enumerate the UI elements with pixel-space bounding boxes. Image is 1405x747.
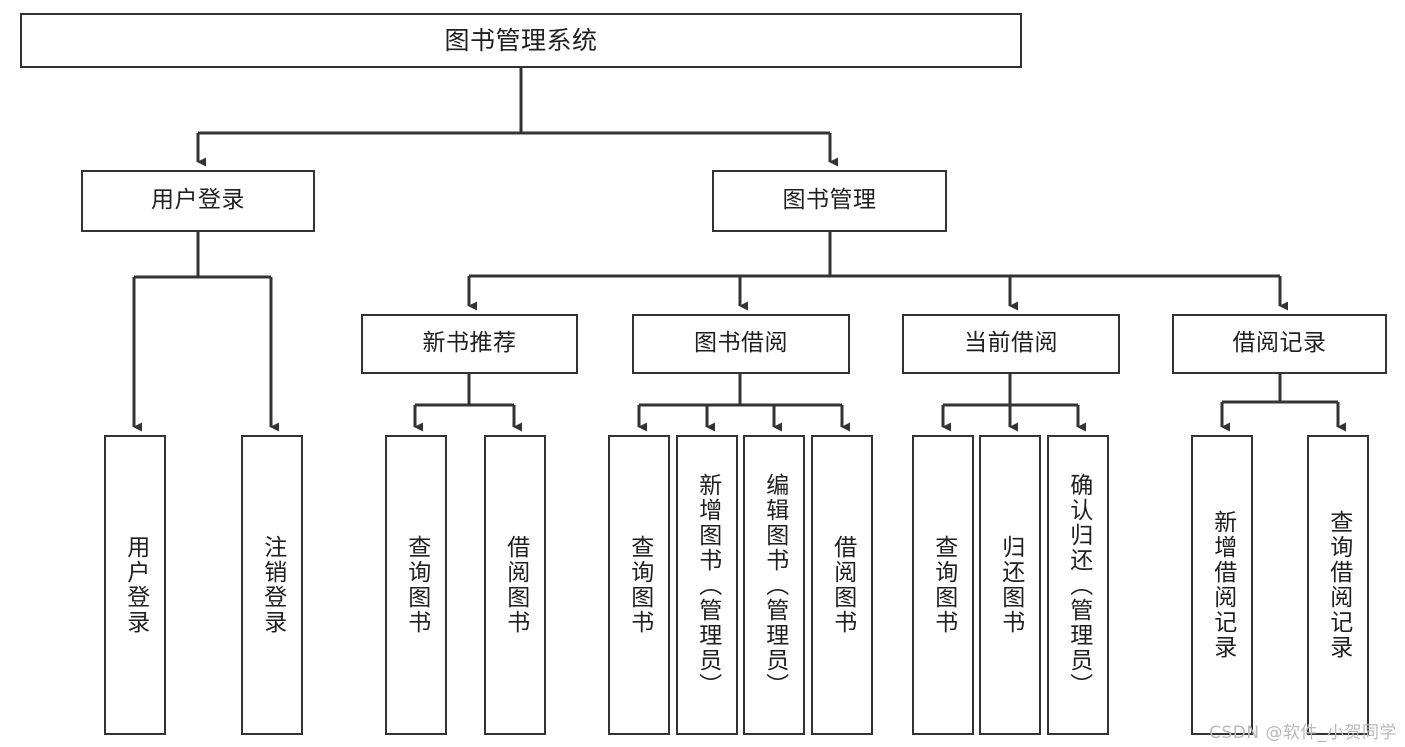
node-book-management[interactable]: 图书管理: [712, 170, 947, 232]
node-label: 查询借阅记录: [1325, 510, 1352, 660]
node-label: 查询图书: [403, 535, 430, 635]
node-root-book-management-system[interactable]: 图书管理系统: [20, 13, 1022, 68]
node-label: 借阅图书: [829, 535, 856, 635]
leaf-new-book-borrow-book[interactable]: 借阅图书: [484, 435, 546, 735]
leaf-book-borrow-add-book-admin[interactable]: 新增图书（管理员）: [676, 435, 738, 735]
node-label: 查询图书: [930, 535, 957, 635]
leaf-current-borrow-return-book[interactable]: 归还图书: [979, 435, 1041, 735]
node-user-login[interactable]: 用户登录: [81, 170, 315, 232]
node-label: 新增图书（管理员）: [694, 472, 721, 698]
node-label: 图书借阅: [694, 330, 788, 357]
node-label: 用户登录: [122, 535, 149, 635]
node-book-borrow[interactable]: 图书借阅: [632, 314, 850, 374]
leaf-borrow-record-add-record[interactable]: 新增借阅记录: [1191, 435, 1253, 735]
node-current-borrow[interactable]: 当前借阅: [902, 314, 1120, 374]
leaf-user-login-logout[interactable]: 注销登录: [241, 435, 303, 735]
leaf-book-borrow-borrow-book[interactable]: 借阅图书: [811, 435, 873, 735]
csdn-watermark: CSDN @软件_小贺同学: [1209, 723, 1397, 743]
node-label: 注销登录: [259, 535, 286, 635]
node-label: 当前借阅: [964, 330, 1058, 357]
node-label: 借阅记录: [1232, 330, 1327, 357]
leaf-current-borrow-query-book[interactable]: 查询图书: [912, 435, 974, 735]
node-label: 确认归还（管理员）: [1065, 472, 1092, 698]
node-label: 归还图书: [997, 535, 1024, 635]
node-label: 借阅图书: [502, 535, 529, 635]
leaf-book-borrow-query-book[interactable]: 查询图书: [608, 435, 670, 735]
leaf-current-borrow-confirm-return-admin[interactable]: 确认归还（管理员）: [1047, 435, 1109, 735]
node-label: 用户登录: [151, 187, 245, 214]
node-borrow-record[interactable]: 借阅记录: [1172, 314, 1387, 374]
leaf-borrow-record-query-record[interactable]: 查询借阅记录: [1307, 435, 1369, 735]
leaf-book-borrow-edit-book-admin[interactable]: 编辑图书（管理员）: [743, 435, 805, 735]
node-label: 图书管理: [782, 187, 877, 214]
node-new-book-recommend[interactable]: 新书推荐: [361, 314, 578, 374]
leaf-user-login-login[interactable]: 用户登录: [104, 435, 166, 735]
leaf-new-book-query-book[interactable]: 查询图书: [385, 435, 447, 735]
node-label: 编辑图书（管理员）: [761, 472, 788, 698]
node-label: 新书推荐: [422, 330, 517, 357]
node-label: 查询图书: [626, 535, 653, 635]
node-label: 图书管理系统: [444, 25, 598, 55]
node-label: 新增借阅记录: [1209, 510, 1236, 660]
